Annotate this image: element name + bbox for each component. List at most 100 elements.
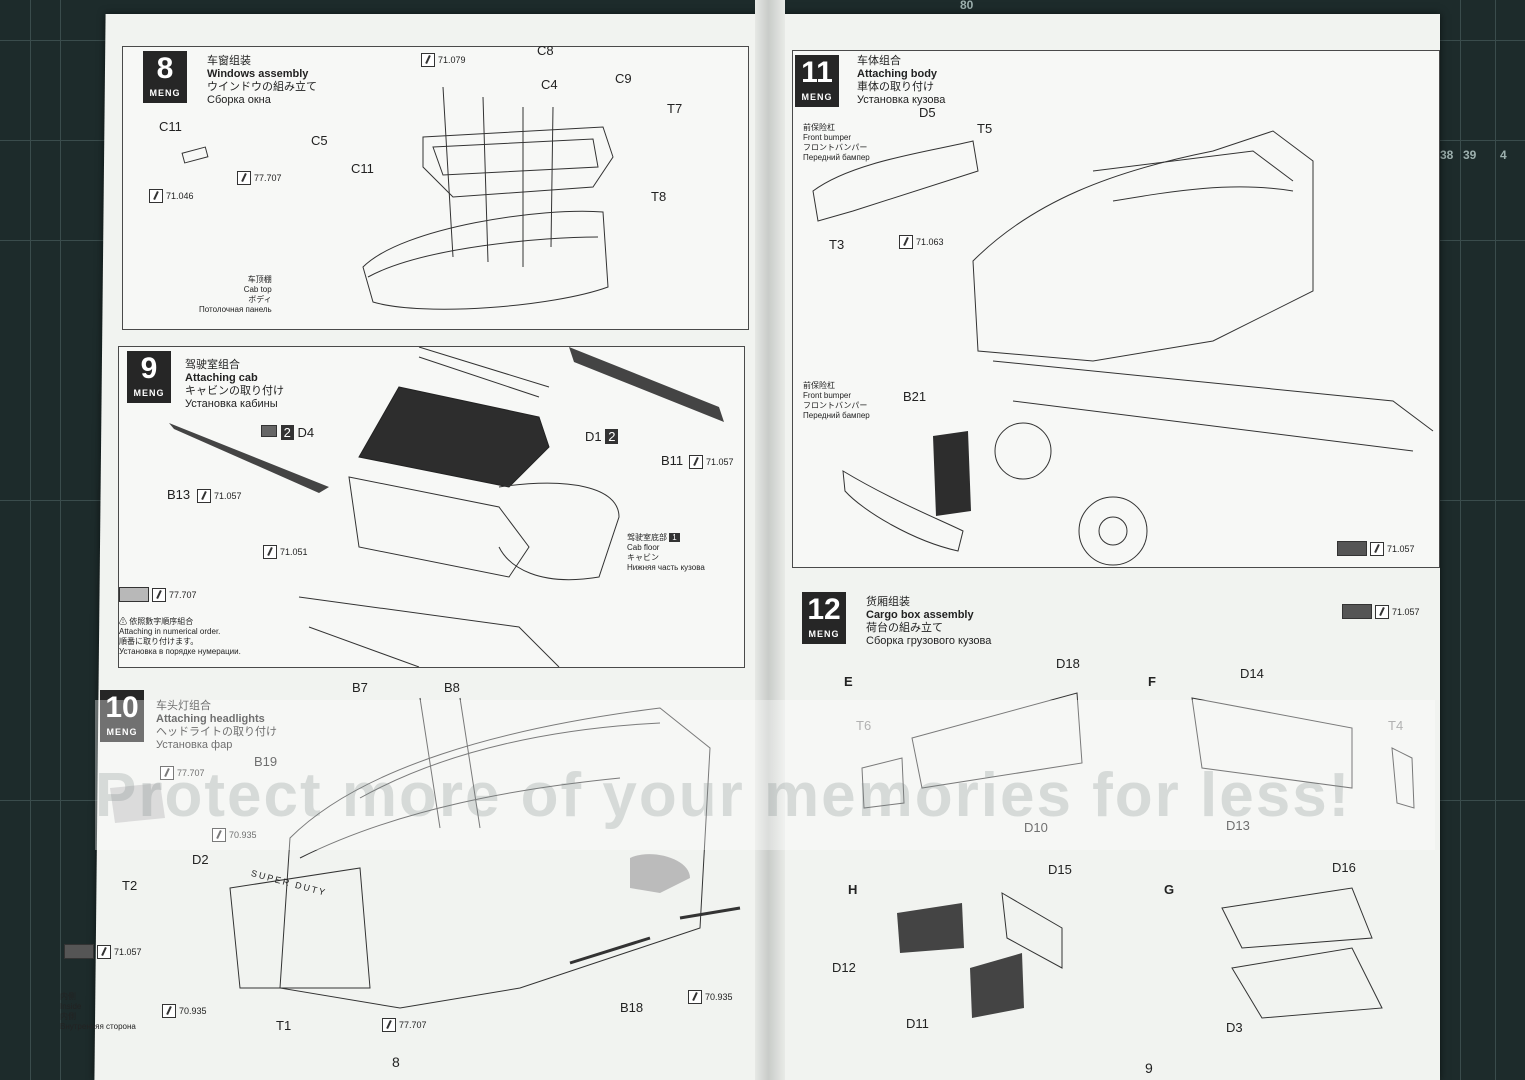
paint-code-value: 77.707 — [254, 173, 282, 183]
title-jp: 車体の取り付け — [857, 81, 934, 93]
brush-icon — [263, 545, 277, 559]
paint-swatch — [1337, 541, 1367, 556]
paint-code: 71.051 — [263, 545, 308, 559]
body-assembly-drawing — [812, 130, 1434, 566]
part-label-c5: C5 — [311, 133, 328, 148]
label-ru: Передний бампер — [803, 153, 870, 162]
part-label-b7: B7 — [352, 680, 368, 695]
brush-icon — [421, 53, 435, 67]
part-label-d5: D5 — [919, 105, 936, 120]
paint-code: 77.707 — [382, 1018, 427, 1032]
step-9-badge: 9 MENG — [127, 351, 171, 403]
paint-code-value: 71.079 — [438, 55, 466, 65]
part-label-d11: D11 — [906, 1016, 929, 1031]
paint-code: 77.707 — [119, 587, 197, 602]
paint-code: 77.707 — [237, 171, 282, 185]
front-bumper-label-top: 前保险杠 Front bumper フロントバンパー Передний бамп… — [803, 123, 870, 163]
step-10-badge: 10 MENG — [100, 690, 144, 742]
step-number: 8 — [156, 52, 174, 85]
part-id: D1 — [585, 429, 602, 444]
step-number: 12 — [807, 593, 841, 626]
part-label-b8: B8 — [444, 680, 460, 695]
paint-code-value: 70.935 — [705, 992, 733, 1002]
paint-code: 71.057 — [197, 489, 242, 503]
step-10-area: 10 MENG 车头灯组合 Attaching headlights ヘッドライ… — [60, 680, 750, 1058]
inside-label: 内侧 Inside 内側 Внутренняя сторона — [60, 992, 136, 1032]
step-8-badge: 8 MENG — [143, 51, 187, 103]
title-jp: キャビンの取り付け — [185, 385, 284, 397]
brand-logo: MENG — [149, 88, 181, 98]
part-label-t5: T5 — [977, 121, 993, 136]
label-ru: Потолочная панель — [199, 305, 272, 314]
paint-code-value: 71.063 — [916, 237, 944, 247]
title-jp: 荷台の組み立て — [866, 622, 943, 634]
label-jp: フロントバンパー — [803, 143, 868, 152]
label-cn: 车顶棚 — [247, 275, 272, 284]
paint-code-value: 71.057 — [114, 946, 142, 957]
part-label-d18: D18 — [1056, 656, 1080, 671]
part-label-d1: D1 2 — [585, 429, 619, 444]
title-ru: Установка фар — [156, 739, 233, 751]
brush-icon — [688, 990, 702, 1004]
paint-code-value: 70.935 — [179, 1006, 207, 1016]
step-12-title: 货厢组装 Cargo box assembly 荷台の組み立て Сборка г… — [866, 596, 991, 648]
part-label-b18: B18 — [620, 1000, 644, 1015]
brush-icon — [1370, 541, 1384, 556]
part-label-d4: 2 D4 — [261, 425, 314, 440]
part-label-b21: B21 — [903, 389, 927, 404]
section-label-e: E — [844, 674, 853, 689]
part-label-d10: D10 — [1024, 820, 1048, 835]
label-en: Cab floor — [627, 543, 660, 552]
brand-logo: MENG — [801, 92, 833, 102]
part-label-b11: B11 — [661, 453, 683, 468]
label-en: Inside — [60, 1002, 82, 1011]
watermark-band — [95, 700, 1435, 850]
paint-code: 70.935 — [688, 990, 733, 1004]
brush-icon — [212, 828, 226, 842]
label-jp: ボディ — [248, 295, 272, 304]
step-8-panel: 8 MENG 车窗组装 Windows assembly ウインドウの組み立て … — [122, 43, 749, 330]
part-label-d15: D15 — [1048, 862, 1072, 877]
section-label-f: F — [1148, 674, 1156, 689]
label-jp: フロントバンパー — [803, 401, 868, 410]
brush-icon — [689, 455, 703, 469]
step-number: 11 — [801, 56, 833, 89]
paint-code-value: 70.935 — [229, 830, 257, 840]
paint-code-value: 71.057 — [1392, 606, 1420, 617]
brush-icon — [160, 766, 174, 780]
part-label-d2: D2 — [192, 852, 209, 867]
paint-code-value: 71.057 — [214, 491, 242, 501]
part-label-c11: C11 — [351, 161, 374, 176]
title-en: Attaching headlights — [156, 713, 265, 725]
label-cn: 前保险杠 — [803, 123, 835, 132]
part-id: B13 — [167, 487, 191, 502]
truck-front-drawing — [110, 697, 741, 1009]
paint-swatch — [119, 587, 149, 602]
label-cn: 内侧 — [60, 992, 76, 1001]
title-en: Windows assembly — [207, 68, 309, 80]
paint-code: 71.063 — [899, 235, 944, 249]
note-ru: Установка в порядке нумерации. — [119, 647, 241, 656]
cargo-box-drawing — [861, 692, 1415, 1019]
mat-ruler-number: 38 — [1440, 148, 1454, 162]
step-12-badge: 12 MENG — [802, 592, 846, 644]
paint-code: 71.057 — [64, 944, 142, 959]
title-cn: 驾驶室组合 — [185, 359, 240, 371]
part-label-d3: D3 — [1226, 1020, 1243, 1035]
brand-logo: MENG — [106, 727, 138, 737]
book-spine — [755, 0, 785, 1080]
part-label-t4: T4 — [1388, 718, 1404, 733]
label-cn: 驾驶室底部 — [627, 533, 667, 542]
paint-code-value: 77.707 — [177, 768, 205, 778]
label-ru: Нижняя часть кузова — [627, 563, 705, 572]
part-label-b13: B13 — [167, 487, 190, 502]
part-label-t1: T1 — [276, 1018, 292, 1033]
title-jp: ヘッドライトの取り付け — [156, 726, 277, 738]
title-cn: 车窗组装 — [207, 55, 251, 67]
label-ru: Внутренняя сторона — [60, 1022, 136, 1031]
note-cn: 依照數字順序組合 — [129, 617, 194, 626]
section-label-h: H — [848, 882, 858, 897]
title-en: Attaching cab — [185, 372, 258, 384]
part-id: D4 — [297, 425, 315, 440]
part-label-c9: C9 — [615, 71, 632, 86]
